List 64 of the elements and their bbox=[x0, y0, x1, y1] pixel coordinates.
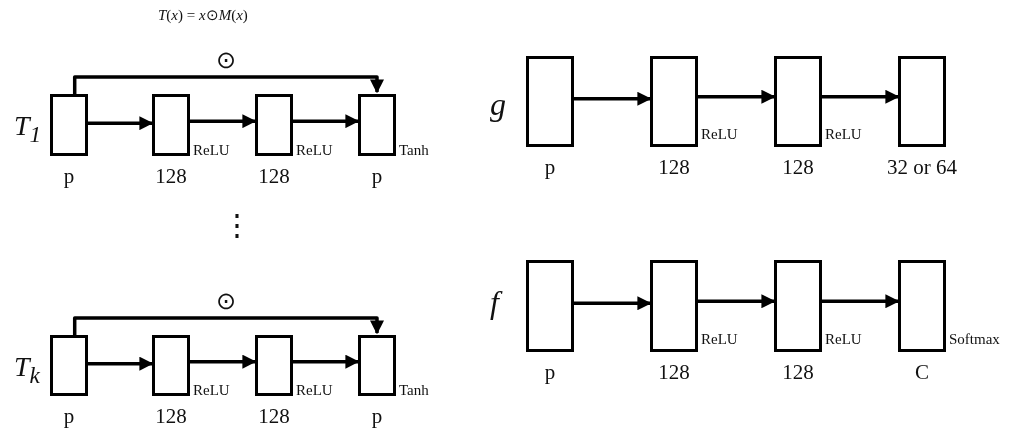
activation-label: ReLU bbox=[701, 332, 738, 347]
activation-label: ReLU bbox=[193, 383, 230, 398]
edge-label: ⊙ bbox=[215, 48, 236, 72]
layer-size-label: p bbox=[63, 406, 75, 427]
layer-box bbox=[358, 94, 396, 156]
arrow bbox=[822, 294, 900, 309]
layer-box bbox=[50, 335, 88, 396]
layer-size-label: p bbox=[544, 362, 556, 383]
layer-box bbox=[898, 260, 946, 352]
edge-label: ⊙ bbox=[215, 289, 236, 313]
layer-box bbox=[650, 56, 698, 147]
skip-connection-arrow bbox=[72, 75, 384, 94]
arrow bbox=[88, 116, 154, 131]
activation-label: ReLU bbox=[701, 127, 738, 142]
layer-size-label: 128 bbox=[782, 362, 814, 383]
arrow bbox=[293, 354, 360, 369]
arrow bbox=[574, 296, 652, 311]
layer-size-label: 128 bbox=[782, 157, 814, 178]
layer-size-label: 128 bbox=[658, 157, 690, 178]
activation-label: ReLU bbox=[296, 143, 333, 158]
layer-size-label: p bbox=[63, 166, 75, 187]
arrow bbox=[822, 89, 900, 104]
layer-size-label: 128 bbox=[155, 406, 187, 427]
arrow bbox=[293, 114, 360, 129]
layer-box bbox=[774, 260, 822, 352]
layer-box bbox=[50, 94, 88, 156]
layer-box bbox=[898, 56, 946, 147]
layer-size-label: p bbox=[371, 166, 383, 187]
ellipsis: ⋮ bbox=[222, 210, 252, 240]
activation-label: Tanh bbox=[399, 383, 429, 398]
layer-size-label: 128 bbox=[258, 406, 290, 427]
transform-label: T$_{1}$ bbox=[14, 112, 42, 146]
arrow bbox=[88, 356, 154, 371]
activation-label: ReLU bbox=[825, 127, 862, 142]
layer-box bbox=[526, 260, 574, 352]
activation-label: Tanh bbox=[399, 143, 429, 158]
layer-size-label: C bbox=[915, 362, 929, 383]
arrow bbox=[190, 354, 257, 369]
layer-box bbox=[255, 94, 293, 156]
skip-connection-arrow bbox=[72, 316, 384, 335]
layer-size-label: 128 bbox=[658, 362, 690, 383]
layer-size-label: 128 bbox=[155, 166, 187, 187]
arrow bbox=[698, 89, 776, 104]
layer-box bbox=[255, 335, 293, 396]
arrow bbox=[698, 294, 776, 309]
layer-box bbox=[152, 94, 190, 156]
layer-box bbox=[152, 335, 190, 396]
activation-label: ReLU bbox=[193, 143, 230, 158]
activation-label: ReLU bbox=[825, 332, 862, 347]
network-label: g bbox=[490, 88, 506, 120]
layer-size-label: 128 bbox=[258, 166, 290, 187]
activation-label: Softmax bbox=[949, 332, 1000, 347]
transform-label: T$_{k}$ bbox=[14, 353, 40, 387]
layer-size-label: 32 or 64 bbox=[887, 157, 957, 178]
layer-size-label: p bbox=[544, 157, 556, 178]
activation-label: ReLU bbox=[296, 383, 333, 398]
layer-size-label: p bbox=[371, 406, 383, 427]
arrow bbox=[574, 91, 652, 106]
arrow bbox=[190, 114, 257, 129]
layer-box bbox=[358, 335, 396, 396]
layer-box bbox=[650, 260, 698, 352]
layer-box bbox=[774, 56, 822, 147]
layer-box bbox=[526, 56, 574, 147]
formula: T(x) = x⊙M(x) bbox=[158, 8, 248, 23]
